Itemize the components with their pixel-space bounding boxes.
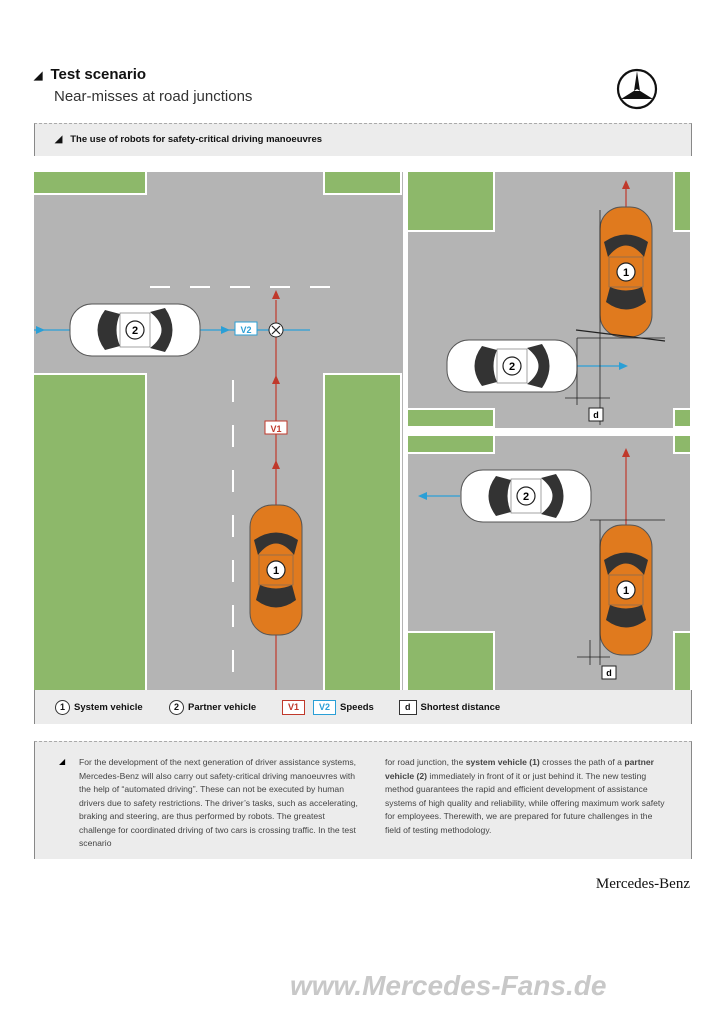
arrow-head xyxy=(221,326,230,334)
legend-label: Shortest distance xyxy=(420,702,501,713)
t: crosses the path of a xyxy=(539,757,625,767)
system-vehicle: 1 xyxy=(599,524,653,656)
legend-label: Speeds xyxy=(340,702,374,713)
arrow-head xyxy=(272,375,280,384)
partner-vehicle: 2 xyxy=(69,303,201,357)
arrow-head xyxy=(622,180,630,189)
cross-icon xyxy=(271,325,281,335)
description-col1: For the development of the next generati… xyxy=(79,757,358,848)
grass xyxy=(408,633,493,690)
vehicle-number: 2 xyxy=(523,491,529,503)
rear-window xyxy=(256,585,296,608)
vehicle-number: 1 xyxy=(623,585,629,597)
legend-system-vehicle: 1 System vehicle xyxy=(55,700,143,715)
speed-label: V1 xyxy=(270,424,281,434)
system-vehicle: 1 xyxy=(249,504,303,636)
v2-box: V2 xyxy=(313,700,337,715)
vehicle-number-circle xyxy=(266,560,286,580)
rear-window xyxy=(97,310,120,350)
grass xyxy=(408,172,493,230)
system-vehicle: 1 xyxy=(599,206,653,338)
arrow-head xyxy=(418,492,427,500)
v1-box: V1 xyxy=(282,700,306,715)
triangle-icon: ◢ xyxy=(59,757,66,766)
legend-partner-vehicle: 2 Partner vehicle xyxy=(169,700,256,715)
speed-label-box xyxy=(234,321,258,336)
t: system vehicle (1) xyxy=(465,757,540,767)
rear-window xyxy=(606,605,646,628)
vehicle-number-circle xyxy=(616,262,636,282)
arrow-head xyxy=(272,460,280,469)
grass xyxy=(408,436,493,452)
description-box: ◢ For the development of the next genera… xyxy=(34,741,692,859)
arrow-head xyxy=(619,362,628,370)
d-box: d xyxy=(399,700,417,715)
t: immediately in front of it or just behin… xyxy=(385,770,665,835)
vehicle-number-circle xyxy=(616,580,636,600)
brand-name: Mercedes-Benz xyxy=(595,876,690,892)
rear-window xyxy=(474,346,497,386)
grass xyxy=(325,375,400,690)
vehicle-number: 1 xyxy=(273,565,279,577)
arrow-head xyxy=(272,290,280,299)
page-title: ◢ Test scenario xyxy=(34,66,146,83)
grass xyxy=(325,172,400,193)
arrow-head xyxy=(36,326,45,334)
vehicle-number-circle xyxy=(125,320,145,340)
d-label-box xyxy=(588,407,604,422)
section-title-text: The use of robots for safety-critical dr… xyxy=(70,134,323,145)
section-title: ◢ The use of robots for safety-critical … xyxy=(55,134,323,145)
rear-window xyxy=(606,287,646,310)
d-label: d xyxy=(606,668,612,678)
windshield xyxy=(150,308,173,352)
legend-label: System vehicle xyxy=(74,702,143,713)
t: for road junction, the xyxy=(385,757,466,767)
grass xyxy=(34,172,145,193)
vehicle-number-circle xyxy=(516,486,536,506)
grass xyxy=(675,633,690,690)
grass xyxy=(34,375,145,690)
section-header: ◢ The use of robots for safety-critical … xyxy=(34,123,692,156)
speed-label-box xyxy=(264,420,288,435)
num-2: 2 xyxy=(169,700,184,715)
windshield xyxy=(604,552,648,575)
triangle-icon: ◢ xyxy=(34,70,43,82)
partner-vehicle: 2 xyxy=(460,469,592,523)
mercedes-star-logo xyxy=(616,68,658,110)
grass xyxy=(675,436,690,452)
grass xyxy=(675,410,690,426)
title-text: Test scenario xyxy=(50,66,147,83)
num-1: 1 xyxy=(55,700,70,715)
d-label: d xyxy=(593,410,599,420)
vehicle-number: 1 xyxy=(623,267,629,279)
page-subtitle: Near-misses at road junctions xyxy=(54,88,253,105)
legend-label: Partner vehicle xyxy=(188,702,257,713)
windshield xyxy=(527,344,550,388)
t: partner vehicle (2) xyxy=(385,757,654,781)
watermark: www.Mercedes-Fans.de xyxy=(290,970,607,1001)
speed-label: V2 xyxy=(240,325,251,335)
grass xyxy=(675,172,690,230)
vehicle-number-circle xyxy=(502,356,522,376)
dim xyxy=(575,329,666,342)
rear-window xyxy=(488,476,511,516)
partner-vehicle: 2 xyxy=(446,339,578,393)
windshield xyxy=(254,532,298,555)
windshield xyxy=(604,234,648,257)
vehicle-number: 2 xyxy=(509,361,515,373)
description-col2: for road junction, the system vehicle (1… xyxy=(385,756,665,837)
d-label-box xyxy=(601,665,617,680)
grass xyxy=(408,410,493,426)
vehicle-number: 2 xyxy=(132,325,138,337)
arrow-head xyxy=(622,448,630,457)
windshield xyxy=(541,474,564,518)
